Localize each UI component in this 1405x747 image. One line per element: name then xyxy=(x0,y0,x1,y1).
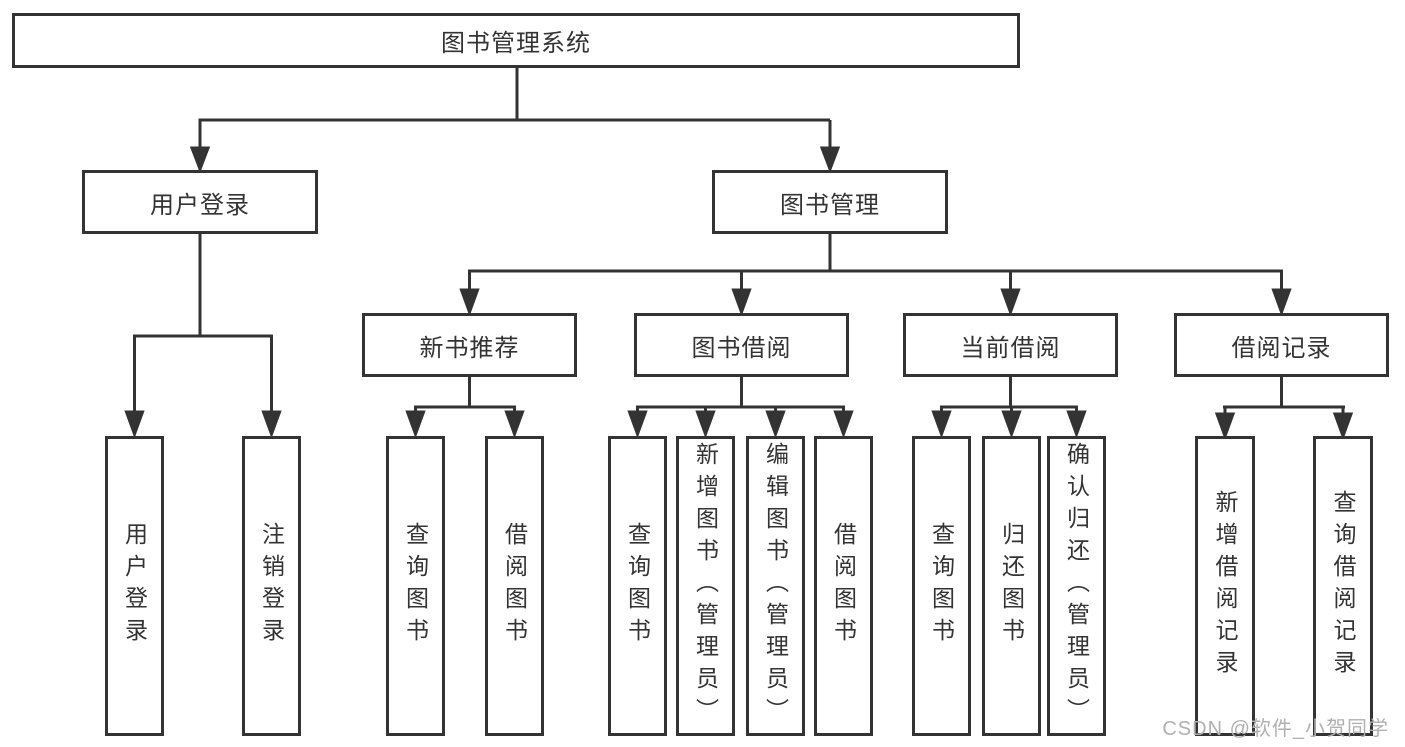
leaf-borrowing-borrow-books-label: 借阅图书 xyxy=(830,522,857,650)
leaf-recommend-query-books: 查询图书 xyxy=(386,436,445,736)
leaf-current-query-books: 查询图书 xyxy=(912,436,971,736)
leaf-logout-login-label: 注销登录 xyxy=(258,522,285,650)
leaf-user-login: 用户登录 xyxy=(105,436,164,736)
node-book-management: 图书管理 xyxy=(712,170,948,234)
leaf-current-return-books: 归还图书 xyxy=(982,436,1041,736)
node-library-management-system-label: 图书管理系统 xyxy=(441,30,591,57)
node-borrow-records: 借阅记录 xyxy=(1174,313,1389,377)
connector-book-management-to-level3 xyxy=(459,234,1292,317)
watermark: CSDN @软件_小贺同学 xyxy=(1162,718,1389,740)
node-borrow-records-label: 借阅记录 xyxy=(1231,334,1332,362)
leaf-records-add-record: 新增借阅记录 xyxy=(1195,436,1255,736)
leaf-borrowing-add-books-admin: 新增图书（管理员） xyxy=(676,436,735,736)
node-new-book-recommend-label: 新书推荐 xyxy=(419,334,520,362)
leaf-user-login-label: 用户登录 xyxy=(121,522,148,650)
node-user-login-label: 用户登录 xyxy=(150,191,250,219)
leaf-recommend-query-books-label: 查询图书 xyxy=(402,522,429,650)
leaf-borrowing-query-books-label: 查询图书 xyxy=(624,522,651,650)
connector-borrow-records-to-leaves xyxy=(1214,377,1354,441)
node-library-management-system: 图书管理系统 xyxy=(12,13,1020,68)
node-current-borrowing-label: 当前借阅 xyxy=(960,334,1061,362)
leaf-records-query-record-label: 查询借阅记录 xyxy=(1330,490,1356,682)
node-new-book-recommend: 新书推荐 xyxy=(362,313,577,377)
node-book-borrowing: 图书借阅 xyxy=(634,313,849,377)
leaf-borrowing-edit-books-admin-label: 编辑图书（管理员） xyxy=(762,442,789,730)
leaf-records-query-record: 查询借阅记录 xyxy=(1313,436,1373,736)
leaf-logout-login: 注销登录 xyxy=(242,436,301,736)
leaf-recommend-borrow-books: 借阅图书 xyxy=(485,436,544,736)
connector-new-book-recommend-to-leaves xyxy=(405,377,525,439)
node-current-borrowing: 当前借阅 xyxy=(903,313,1118,377)
leaf-borrowing-add-books-admin-label: 新增图书（管理员） xyxy=(692,442,719,730)
leaf-records-add-record-label: 新增借阅记录 xyxy=(1212,490,1238,682)
connector-current-borrowing-to-leaves xyxy=(931,377,1087,439)
connector-user-login-to-leaves xyxy=(124,234,282,439)
leaf-borrowing-borrow-books: 借阅图书 xyxy=(814,436,873,736)
node-book-management-label: 图书管理 xyxy=(780,191,880,219)
node-user-login: 用户登录 xyxy=(82,170,318,234)
leaf-current-query-books-label: 查询图书 xyxy=(928,522,955,650)
leaf-borrowing-edit-books-admin: 编辑图书（管理员） xyxy=(746,436,805,736)
leaf-borrowing-query-books: 查询图书 xyxy=(608,436,667,736)
node-book-borrowing-label: 图书借阅 xyxy=(691,334,792,362)
leaf-current-confirm-return-admin: 确认归还（管理员） xyxy=(1047,436,1106,736)
connector-root-to-level2 xyxy=(189,66,841,174)
leaf-recommend-borrow-books-label: 借阅图书 xyxy=(501,522,528,650)
connector-book-borrowing-to-leaves xyxy=(627,377,854,439)
leaf-current-return-books-label: 归还图书 xyxy=(998,522,1025,650)
leaf-current-confirm-return-admin-label: 确认归还（管理员） xyxy=(1063,442,1090,730)
